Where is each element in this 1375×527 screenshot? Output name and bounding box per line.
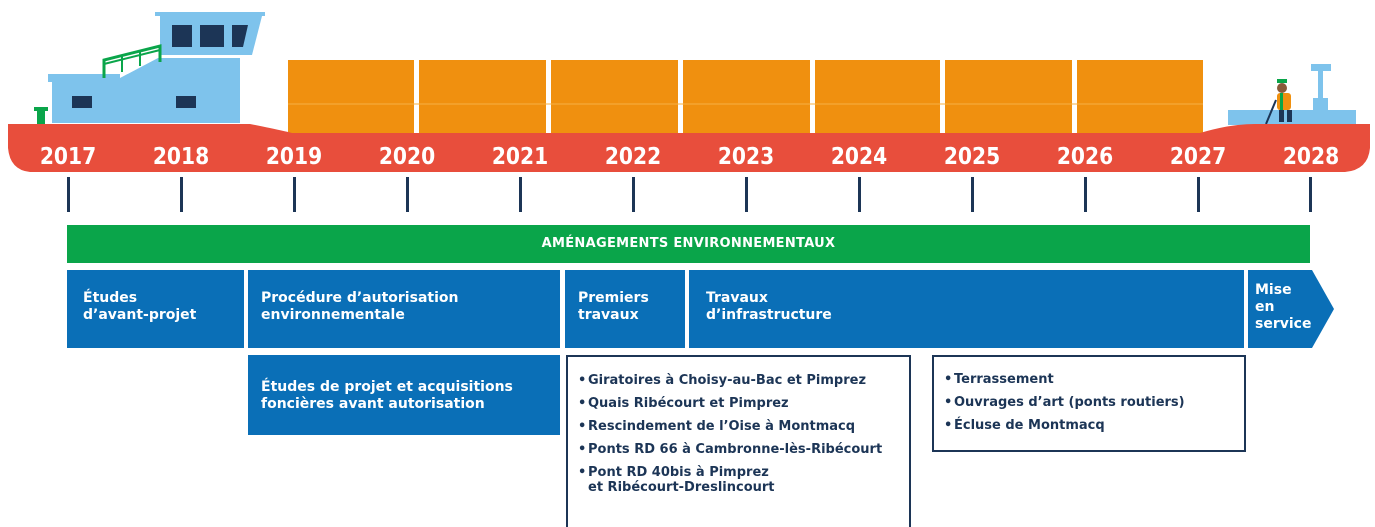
year-tick [1084, 177, 1087, 212]
list-item: Ponts RD 66 à Cambronne-lès-Ribécourt [578, 442, 909, 457]
phase-label: Travaux d’infrastructure [706, 290, 832, 323]
year-tick [180, 177, 183, 212]
phase-procedure-autorisation: Procédure d’autorisation environnemental… [248, 270, 560, 348]
year-tick [971, 177, 974, 212]
ship-hull [8, 124, 1370, 172]
phase-label: Études de projet et acquisitions foncièr… [261, 379, 513, 412]
phase-travaux-infrastructure: Travaux d’infrastructure [689, 270, 1244, 348]
list-item: Quais Ribécourt et Pimprez [578, 396, 909, 411]
year-tick [406, 177, 409, 212]
arrow-shape [1248, 270, 1334, 348]
cargo-containers [288, 60, 1203, 133]
phase-premiers-travaux: Premiers travaux [565, 270, 685, 348]
year-label: 2026 [1056, 144, 1114, 170]
year-label: 2018 [152, 144, 210, 170]
list-item: Pont RD 40bis à Pimprez et Ribécourt-Dre… [578, 465, 909, 495]
year-tick [1309, 177, 1312, 212]
year-label: 2020 [378, 144, 436, 170]
worker-figure [1265, 79, 1292, 125]
premiers-travaux-list: Giratoires à Choisy-au-Bac et Pimprez Qu… [578, 373, 909, 495]
year-tick [1197, 177, 1200, 212]
infrastructure-list: Terrassement Ouvrages d’art (ponts routi… [944, 372, 1244, 433]
year-label: 2019 [265, 144, 323, 170]
infrastructure-details: Terrassement Ouvrages d’art (ponts routi… [932, 355, 1246, 452]
boat-illustration [8, 12, 1370, 172]
ship-cabin [34, 12, 265, 124]
year-tick [67, 177, 70, 212]
list-item: Ouvrages d’art (ponts routiers) [944, 395, 1244, 410]
year-tick [632, 177, 635, 212]
year-label: 2017 [39, 144, 97, 170]
phase-etudes-projet-acquisitions: Études de projet et acquisitions foncièr… [248, 355, 560, 435]
year-label: 2022 [604, 144, 662, 170]
year-label: 2023 [717, 144, 775, 170]
year-tick [519, 177, 522, 212]
year-label: 2028 [1282, 144, 1340, 170]
year-tick [745, 177, 748, 212]
phase-etudes-avant-projet: Études d’avant-projet [67, 270, 244, 348]
phase-label: Premiers travaux [578, 290, 649, 323]
year-label: 2021 [491, 144, 549, 170]
year-tick [858, 177, 861, 212]
phase-label: Études d’avant-projet [83, 290, 197, 323]
year-tick [293, 177, 296, 212]
list-item: Écluse de Montmacq [944, 418, 1244, 433]
year-label: 2027 [1169, 144, 1227, 170]
phase-label: Mise en service [1255, 282, 1312, 332]
year-label: 2024 [830, 144, 888, 170]
phase-mise-en-service: Mise en service [1248, 270, 1334, 348]
year-label: 2025 [943, 144, 1001, 170]
premiers-travaux-details: Giratoires à Choisy-au-Bac et Pimprez Qu… [566, 355, 911, 527]
environmental-works-bar: AMÉNAGEMENTS ENVIRONNEMENTAUX [67, 225, 1310, 263]
list-item: Giratoires à Choisy-au-Bac et Pimprez [578, 373, 909, 388]
list-item: Rescindement de l’Oise à Montmacq [578, 419, 909, 434]
list-item: Terrassement [944, 372, 1244, 387]
phase-label: Procédure d’autorisation environnemental… [261, 290, 459, 323]
